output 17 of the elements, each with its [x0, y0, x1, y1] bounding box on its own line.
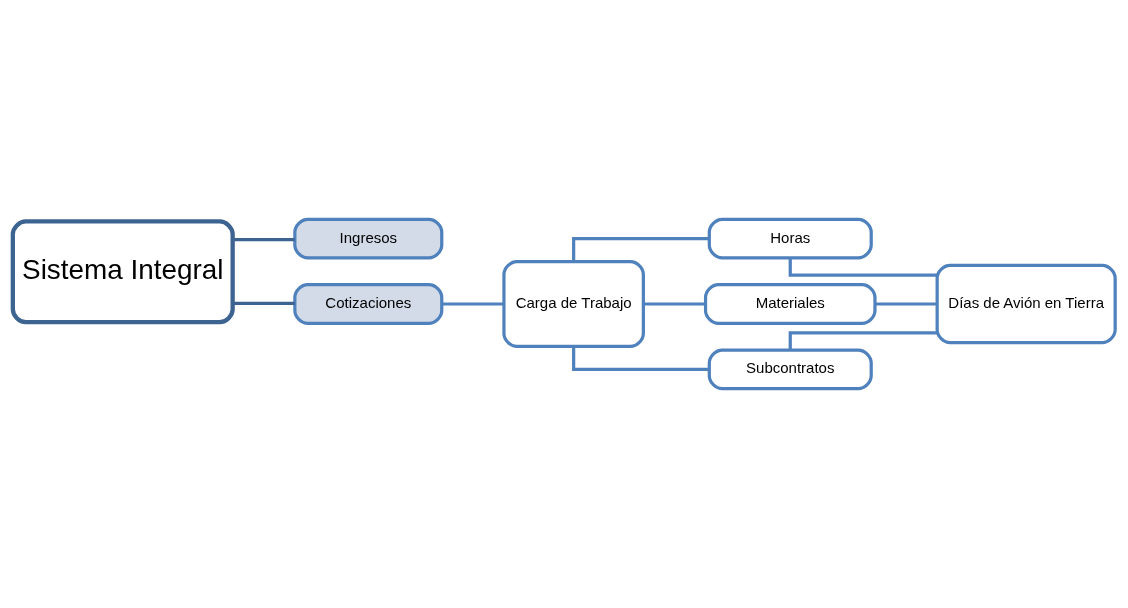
- node-box: Sistema Integral: [10, 219, 235, 325]
- connector: [572, 346, 710, 372]
- connector: [572, 237, 710, 262]
- node-box: Horas: [707, 217, 873, 260]
- connector: [788, 331, 937, 350]
- node-box: Subcontratos: [707, 348, 873, 391]
- node-box: Materiales: [703, 283, 877, 325]
- connector: [232, 301, 295, 306]
- node-box: Ingresos: [293, 217, 444, 260]
- node-box: Días de Avión en Tierra: [935, 263, 1117, 345]
- connector: [643, 302, 706, 306]
- connector: [441, 302, 504, 306]
- connector: [788, 258, 937, 277]
- connector: [875, 302, 937, 306]
- node-box: Cotizaciones: [293, 283, 444, 325]
- connector: [232, 238, 295, 242]
- node-box: Carga de Trabajo: [502, 260, 645, 348]
